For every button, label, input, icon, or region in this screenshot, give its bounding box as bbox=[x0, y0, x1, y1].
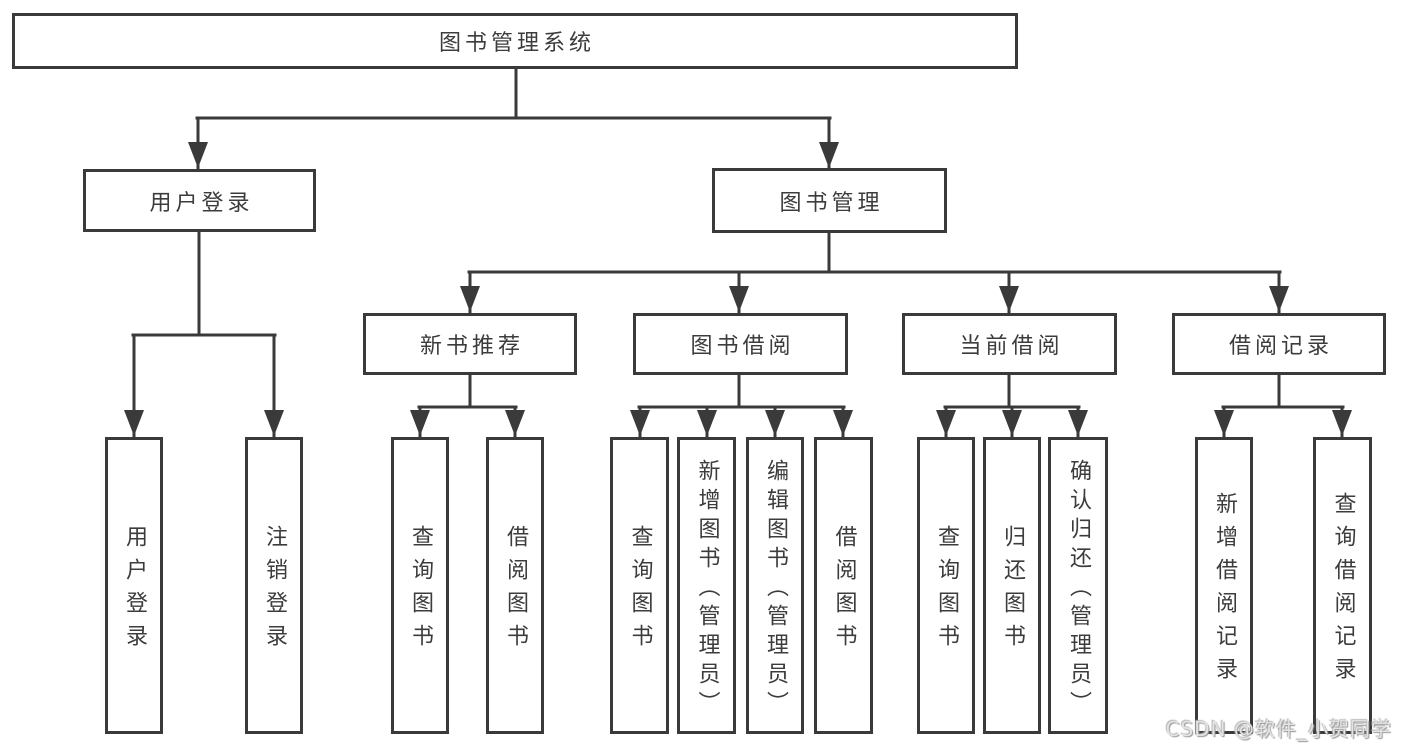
node-leaf-br-query-record: 查询借阅记录 bbox=[1313, 437, 1372, 734]
node-book-management: 图书管理 bbox=[712, 168, 947, 233]
node-borrow-records-label: 借阅记录 bbox=[1228, 334, 1333, 359]
node-leaf-cb-query-books-label: 查询图书 bbox=[934, 525, 959, 657]
node-leaf-bb-borrow-books: 借阅图书 bbox=[814, 437, 873, 734]
node-root-system: 图书管理系统 bbox=[12, 13, 1018, 69]
node-leaf-logout: 注销登录 bbox=[245, 437, 303, 734]
node-leaf-cb-confirm-return-label: 确认归还（管理员） bbox=[1066, 458, 1091, 720]
node-leaf-bb-borrow-books-label: 借阅图书 bbox=[831, 525, 857, 657]
node-book-borrow-label: 图书借阅 bbox=[690, 334, 795, 359]
node-borrow-records: 借阅记录 bbox=[1172, 313, 1386, 375]
node-leaf-cb-return-books-label: 归还图书 bbox=[1000, 525, 1025, 657]
node-leaf-nb-borrow-books: 借阅图书 bbox=[486, 437, 544, 734]
node-leaf-logout-label: 注销登录 bbox=[262, 525, 287, 657]
node-leaf-br-query-record-label: 查询借阅记录 bbox=[1330, 492, 1356, 690]
node-leaf-user-login: 用户登录 bbox=[105, 437, 163, 734]
node-current-borrow-label: 当前借阅 bbox=[959, 334, 1064, 359]
node-new-book-recommend: 新书推荐 bbox=[363, 313, 577, 375]
node-leaf-br-add-record-label: 新增借阅记录 bbox=[1212, 492, 1237, 690]
node-leaf-nb-borrow-books-label: 借阅图书 bbox=[503, 525, 528, 657]
node-leaf-cb-return-books: 归还图书 bbox=[983, 437, 1041, 734]
node-leaf-cb-query-books: 查询图书 bbox=[917, 437, 975, 734]
node-book-borrow: 图书借阅 bbox=[633, 313, 848, 375]
node-leaf-bb-add-books-label: 新增图书（管理员） bbox=[694, 458, 720, 720]
node-leaf-bb-query-books: 查询图书 bbox=[610, 437, 669, 734]
node-leaf-cb-confirm-return: 确认归还（管理员） bbox=[1048, 437, 1108, 734]
node-leaf-bb-edit-books: 编辑图书（管理员） bbox=[746, 437, 804, 734]
node-user-login: 用户登录 bbox=[83, 169, 316, 232]
node-leaf-bb-add-books: 新增图书（管理员） bbox=[677, 437, 736, 734]
node-current-borrow: 当前借阅 bbox=[902, 313, 1117, 375]
node-leaf-user-login-label: 用户登录 bbox=[122, 525, 147, 657]
node-leaf-bb-edit-books-label: 编辑图书（管理员） bbox=[763, 458, 788, 720]
node-book-management-label: 图书管理 bbox=[779, 190, 884, 216]
node-user-login-label: 用户登录 bbox=[149, 190, 254, 216]
node-leaf-br-add-record: 新增借阅记录 bbox=[1195, 437, 1253, 734]
node-leaf-nb-query-books-label: 查询图书 bbox=[408, 525, 433, 657]
node-new-book-recommend-label: 新书推荐 bbox=[419, 334, 524, 359]
node-leaf-nb-query-books: 查询图书 bbox=[391, 437, 449, 734]
node-root-system-label: 图书管理系统 bbox=[438, 31, 595, 56]
node-leaf-bb-query-books-label: 查询图书 bbox=[627, 525, 653, 657]
watermark: CSDN @软件_小贺同学 bbox=[1165, 717, 1392, 741]
